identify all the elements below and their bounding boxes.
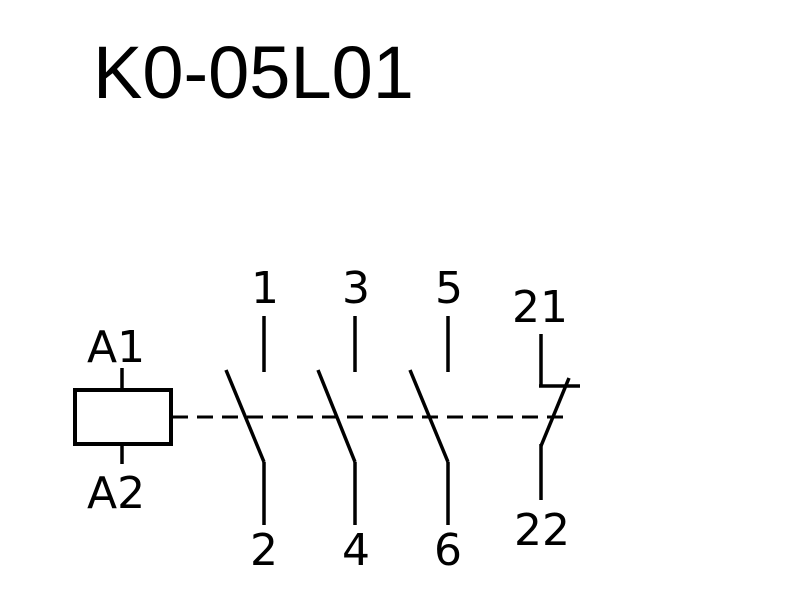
contact-blade bbox=[224, 369, 266, 463]
contact-nc-21-22: 21 22 bbox=[512, 282, 580, 556]
coil-box bbox=[73, 388, 173, 446]
coil-terminal-a2: A2 bbox=[87, 468, 145, 519]
contact-no-1-2: 1 2 bbox=[224, 263, 279, 576]
contact-terminal-22: 22 bbox=[514, 505, 570, 556]
contact-terminal-1: 1 bbox=[251, 263, 279, 314]
contact-terminal-5: 5 bbox=[435, 263, 463, 314]
diagram-title: K0-05L01 bbox=[93, 31, 414, 114]
contact-no-5-6: 5 6 bbox=[408, 263, 463, 576]
contact-blade bbox=[316, 369, 357, 463]
contact-terminal-3: 3 bbox=[342, 263, 370, 314]
contact-terminal-4: 4 bbox=[342, 525, 370, 576]
coil: A1 A2 bbox=[73, 322, 173, 519]
contact-blade bbox=[539, 377, 571, 447]
contact-no-3-4: 3 4 bbox=[316, 263, 370, 576]
coil-terminal-a1: A1 bbox=[87, 322, 145, 373]
contact-terminal-6: 6 bbox=[434, 525, 462, 576]
contact-terminal-2: 2 bbox=[250, 525, 278, 576]
contact-blade bbox=[408, 369, 450, 463]
contact-terminal-21: 21 bbox=[512, 282, 568, 333]
